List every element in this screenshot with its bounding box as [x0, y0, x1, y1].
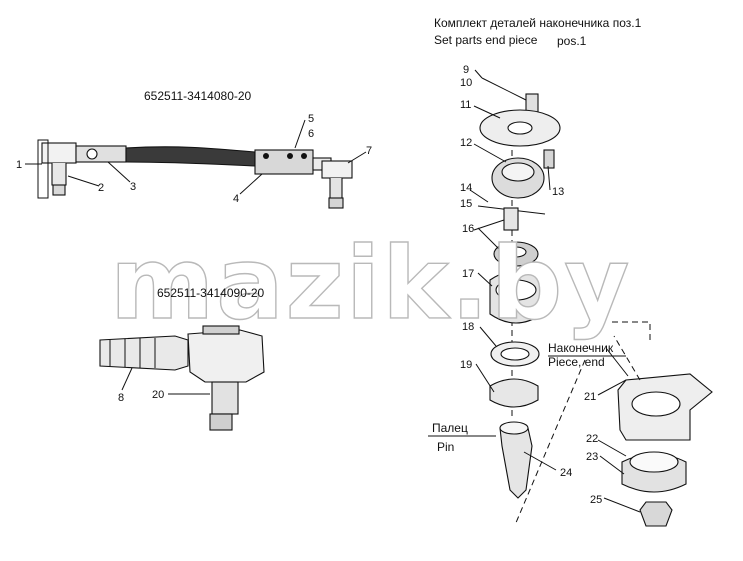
part-label: 2: [98, 182, 104, 194]
part-label: 23: [586, 451, 598, 463]
callout-nakonechnik: Наконечник: [548, 341, 614, 355]
part-label: 25: [590, 494, 602, 506]
part-label: 12: [460, 137, 472, 149]
part-label: 8: [118, 392, 124, 404]
watermark-text: mazik.by: [110, 225, 631, 342]
assembly-upper-code: 652511-3414080-20: [144, 89, 252, 103]
tie-rod-tube: [125, 146, 256, 167]
part-label: 19: [460, 359, 472, 371]
part-label: 6: [308, 128, 314, 140]
ball-pin: [211, 381, 239, 415]
callout-pin: Pin: [437, 440, 454, 454]
kit-title-en-pos: pos.1: [557, 34, 587, 48]
tie-rod-end-left: [41, 142, 77, 164]
castle-nut-lower: [209, 413, 233, 431]
part-label: 9: [463, 64, 469, 76]
part-label: 22: [586, 433, 598, 445]
seal-19: [489, 378, 539, 408]
clamp-right: [254, 149, 314, 175]
part-label: 15: [460, 198, 472, 210]
part-label: 4: [233, 193, 239, 205]
part-label: 24: [560, 467, 572, 479]
pin-15: [503, 207, 519, 231]
part-label: 14: [460, 182, 472, 194]
exploded-kit: [477, 93, 713, 527]
part-label: 1: [16, 159, 22, 171]
part-label: 18: [462, 321, 474, 333]
leader-lines: [25, 69, 641, 513]
part-label: 16: [462, 223, 474, 235]
castle-nut-25: [639, 501, 673, 527]
part-label: 7: [366, 145, 372, 157]
ball-stud-right: [329, 178, 343, 199]
end-piece-housing: [187, 329, 265, 383]
tie-rod-upper: [37, 139, 353, 209]
part-label: 13: [552, 186, 564, 198]
rod-shank: [99, 335, 189, 371]
part-number-labels: 1 2 3 4 5 6 7 8 9 10 11 12 13 14 15 16 1…: [16, 64, 602, 506]
part-label: 5: [308, 113, 314, 125]
part-label: 21: [584, 391, 596, 403]
bolt-9: [525, 93, 539, 113]
clamp-left: [75, 145, 127, 163]
ball-stud-left: [51, 163, 67, 186]
part-label: 10: [460, 77, 472, 89]
callout-piece-end: Piece, end: [548, 355, 605, 369]
part-label: 11: [460, 99, 471, 111]
assembly-lower-code: 652511-3414090-20: [157, 286, 265, 300]
part-label: 20: [152, 389, 164, 401]
part-label: 3: [130, 181, 136, 193]
pin-24: [499, 427, 533, 499]
kit-title-ru: Комплект деталей наконечника поз.1: [434, 16, 642, 30]
tie-rod-end-right: [321, 160, 353, 179]
kit-title-en: Set parts end piece: [434, 33, 538, 47]
part-label: 17: [462, 268, 474, 280]
bolt-13: [543, 149, 555, 169]
callout-palets: Палец: [432, 421, 468, 435]
tie-rod-end-lower: [99, 325, 265, 431]
